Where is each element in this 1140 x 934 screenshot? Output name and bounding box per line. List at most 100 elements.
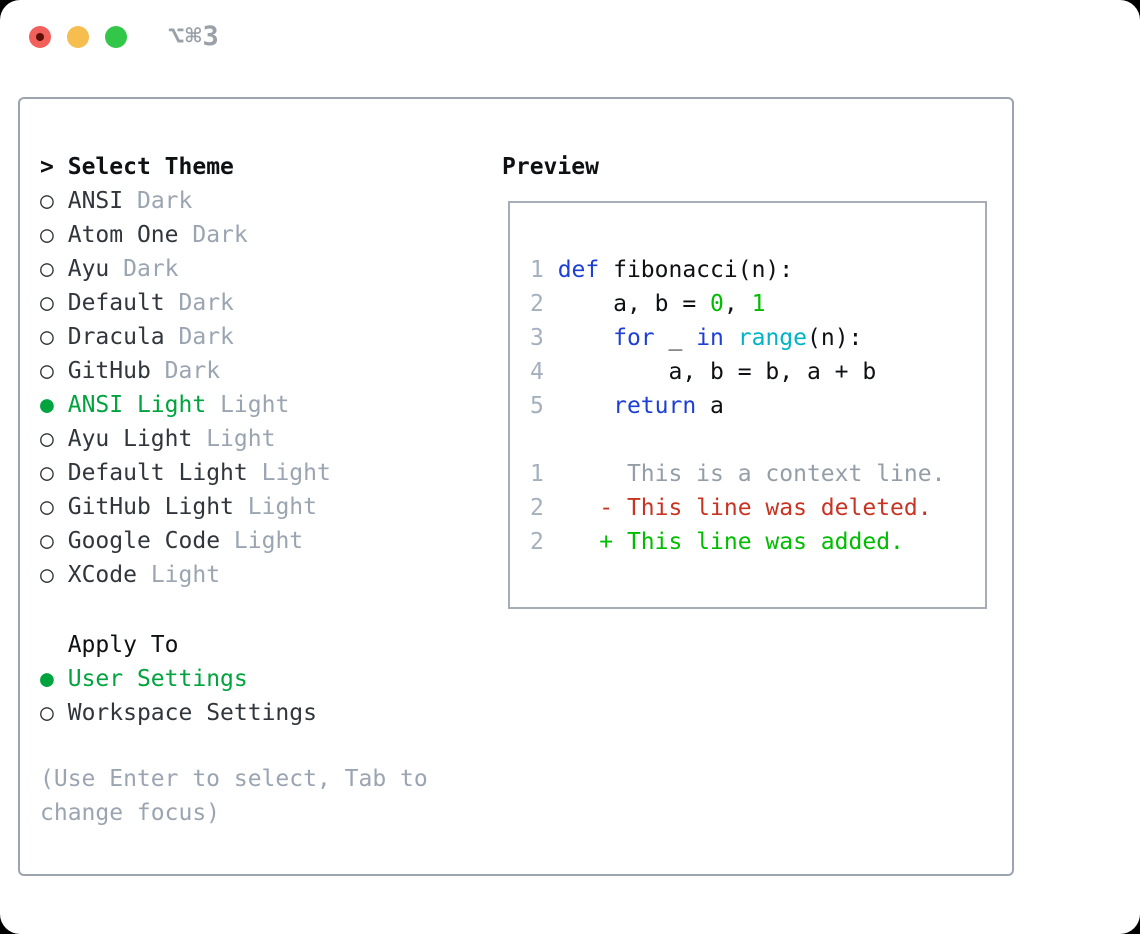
code-token: + This line was added.: [557, 529, 904, 555]
spacer: [248, 460, 262, 486]
theme-name: Google Code: [67, 528, 221, 554]
theme-option[interactable]: ○ GitHub Dark: [40, 354, 331, 388]
theme-name: Ayu: [67, 256, 110, 282]
theme-option[interactable]: ○ Ayu Dark: [40, 252, 331, 286]
spacer: [54, 528, 68, 554]
line-number: 5: [530, 393, 558, 419]
spacer: [54, 188, 68, 214]
theme-option[interactable]: ○ ANSI Dark: [40, 184, 331, 218]
theme-option[interactable]: ○ Google Code Light: [40, 524, 331, 558]
theme-option[interactable]: ● ANSI Light Light: [40, 388, 331, 422]
apply-to-section: Apply To ● User Settings○ Workspace Sett…: [40, 628, 317, 730]
apply-option[interactable]: ● User Settings: [40, 662, 317, 696]
theme-variant: Light: [261, 460, 331, 486]
theme-option[interactable]: ○ Default Dark: [40, 286, 331, 320]
preview-title: Preview: [502, 154, 599, 180]
theme-option[interactable]: ○ GitHub Light Light: [40, 490, 331, 524]
record-dot-icon: [36, 33, 44, 41]
spacer: [54, 256, 68, 282]
theme-variant: Light: [220, 392, 290, 418]
spacer: [54, 290, 68, 316]
code-token: 1: [751, 291, 766, 317]
theme-name: Default: [67, 290, 165, 316]
code-line: 2 + This line was added.: [530, 525, 973, 559]
spacer: [54, 562, 68, 588]
code-token: return: [613, 393, 697, 419]
theme-option[interactable]: ○ Dracula Dark: [40, 320, 331, 354]
code-line: 5 return a: [530, 389, 973, 423]
theme-name: XCode: [67, 562, 137, 588]
theme-option[interactable]: ○ Ayu Light Light: [40, 422, 331, 456]
spacer: [192, 426, 206, 452]
theme-option[interactable]: ○ XCode Light: [40, 558, 331, 592]
code-token: [724, 325, 738, 351]
radio-icon: ●: [40, 666, 54, 692]
code-line: [530, 423, 973, 457]
select-theme-header: > Select Theme: [40, 150, 331, 184]
theme-name: GitHub: [67, 358, 151, 384]
radio-icon: ○: [40, 290, 54, 316]
theme-variant: Dark: [178, 324, 234, 350]
apply-option[interactable]: ○ Workspace Settings: [40, 696, 317, 730]
spacer: [123, 188, 137, 214]
theme-list-section: > Select Theme ○ ANSI Dark○ Atom One Dar…: [40, 150, 331, 592]
code-token: a, b = b, a + b: [557, 359, 877, 385]
line-number: [530, 427, 558, 453]
code-token: [558, 393, 613, 419]
spacer: [54, 666, 68, 692]
prompt-caret-icon: >: [40, 154, 54, 180]
radio-icon: ○: [40, 426, 54, 452]
spacer: [54, 460, 68, 486]
theme-name: Ayu Light: [67, 426, 193, 452]
theme-name: Default Light: [67, 460, 248, 486]
spacer: [54, 392, 68, 418]
spacer: [54, 494, 68, 520]
window-title: ⌥⌘3: [168, 21, 220, 52]
radio-icon: ○: [40, 460, 54, 486]
theme-variant: Dark: [136, 188, 193, 214]
spacer: [54, 700, 68, 726]
code-token: _: [654, 325, 697, 351]
theme-variant: Dark: [123, 256, 179, 282]
code-token: (n):: [807, 325, 863, 351]
theme-option[interactable]: ○ Default Light Light: [40, 456, 331, 490]
code-token: fibonacci(n):: [599, 257, 794, 283]
code-token: a, b =: [557, 291, 711, 317]
radio-icon: ○: [40, 188, 54, 214]
code-token: in: [696, 325, 724, 351]
radio-icon: ○: [40, 562, 54, 588]
spacer: [54, 324, 68, 350]
spacer: [165, 290, 179, 316]
maximize-button[interactable]: [105, 26, 127, 48]
apply-to-header: Apply To: [40, 628, 317, 662]
radio-icon: ○: [40, 256, 54, 282]
close-button[interactable]: [29, 26, 51, 48]
code-line: 3 for _ in range(n):: [530, 321, 973, 355]
spacer: [234, 494, 248, 520]
theme-name: ANSI: [67, 188, 124, 214]
code-line: 4 a, b = b, a + b: [530, 355, 973, 389]
radio-icon: ○: [40, 494, 54, 520]
radio-icon: ○: [40, 324, 54, 350]
code-token: range: [737, 325, 807, 351]
code-token: def: [557, 257, 600, 283]
line-number: 3: [530, 325, 558, 351]
code-line: 1 def fibonacci(n):: [530, 253, 973, 287]
theme-variant: Dark: [164, 358, 221, 384]
code-line: 2 - This line was deleted.: [530, 491, 973, 525]
apply-to-title: Apply To: [67, 632, 179, 658]
code-line: 2 a, b = 0, 1: [530, 287, 973, 321]
line-number: 1: [530, 461, 558, 487]
code-token: ,: [723, 291, 752, 317]
code-token: 0: [710, 291, 724, 317]
code-token: This is a context line.: [557, 461, 946, 487]
minimize-button[interactable]: [67, 26, 89, 48]
spacer: [151, 358, 165, 384]
line-number: 1: [530, 257, 558, 283]
radio-icon: ○: [40, 222, 54, 248]
code-token: - This line was deleted.: [557, 495, 932, 521]
select-theme-title: Select Theme: [67, 154, 234, 180]
theme-option[interactable]: ○ Atom One Dark: [40, 218, 331, 252]
